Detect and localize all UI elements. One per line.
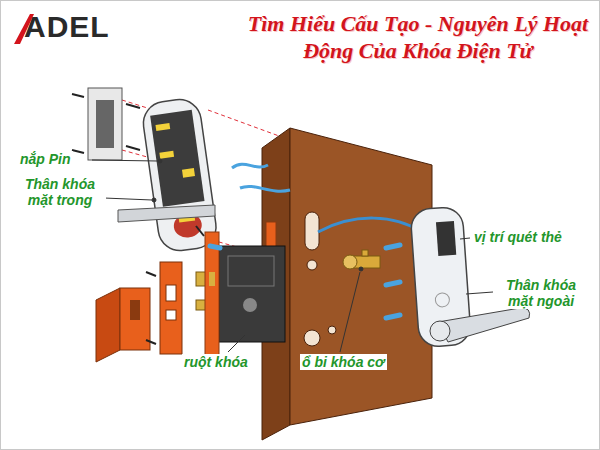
latch-bolt	[209, 272, 215, 286]
mortise-faceplate	[205, 232, 219, 358]
back-plate-core	[96, 100, 114, 148]
door-hole	[328, 326, 336, 334]
leader-lines	[92, 159, 493, 352]
door-hole	[305, 212, 319, 250]
cable	[318, 218, 422, 232]
back-plate	[88, 88, 122, 160]
cylinder-face	[343, 255, 357, 269]
cylinder-pin	[362, 250, 368, 256]
strike-hole	[166, 285, 176, 301]
part-label: Thân khóa mặt trong	[14, 176, 106, 208]
door-hole	[304, 330, 320, 346]
mortise-spindle	[243, 298, 257, 312]
part-label: nắp Pin	[18, 151, 73, 167]
part-label: ổ bi khóa cơ	[300, 354, 387, 370]
cable	[232, 164, 268, 168]
part-label: ruột khóa	[182, 354, 250, 370]
part-label: Thân khóa mặt ngoài	[495, 277, 587, 309]
mortise-detail	[228, 256, 274, 286]
strike-box-side	[96, 288, 120, 362]
inner-body	[141, 97, 219, 254]
outer-rose	[430, 321, 450, 341]
screws	[72, 94, 140, 153]
strike-plate	[160, 262, 182, 354]
part-label: vị trí quét thẻ	[472, 229, 564, 245]
screws	[146, 226, 204, 344]
mortise-body	[219, 246, 285, 342]
door-hole	[307, 260, 317, 270]
strike-hole	[130, 300, 140, 320]
door-face	[290, 128, 432, 425]
cable	[240, 186, 290, 191]
screw-sleeves	[210, 245, 400, 318]
brand-logo: ADEL	[24, 10, 110, 44]
strike-hole	[166, 310, 176, 320]
inner-lever	[118, 205, 215, 222]
outer-lever	[438, 308, 530, 342]
title: Tìm Hiểu Cấu Tạo - Nguyên Lý Hoạt Động C…	[246, 10, 590, 64]
strike-box	[120, 288, 150, 350]
